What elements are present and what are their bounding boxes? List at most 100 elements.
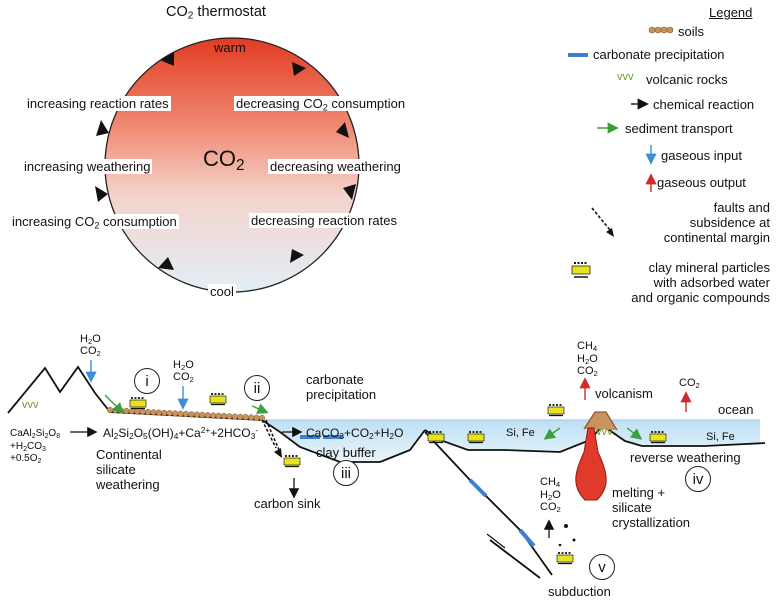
soil-bead [215,412,222,419]
soil-bead [182,410,190,418]
clay-particle-icon [571,262,591,278]
legend-gaseous-output: gaseous output [657,175,746,190]
soil-bead [242,414,249,421]
soil-bead [177,410,184,417]
soil-bead [188,411,195,418]
si-fe-label-2: Si, Fe [706,431,735,443]
soil-bead [220,412,228,420]
stage-i-marker: i [134,368,160,394]
legend-faults: faults and subsidence at continental mar… [663,200,770,245]
decreasing-co2-consumption: decreasing CO2 consumption [234,96,408,113]
si-fe-label-1: Si, Fe [506,427,535,439]
stage-iii-marker: iii [333,460,359,486]
volcanism-label: volcanism [595,386,653,401]
cross-section [7,360,766,579]
sediment-arrow-3 [543,427,561,440]
clay-particle [467,431,485,444]
soil-bead [248,414,255,421]
clay-particle [649,431,667,444]
carbonate-on-slab-2 [518,528,536,548]
soil-bead [134,408,141,415]
continental-silicate-weathering: Continental silicate weathering [96,447,162,492]
reverse-weathering-label: reverse weathering [630,450,741,465]
fault-dashes [261,419,282,458]
legend-vvv-icon: vvv [617,71,634,83]
soil-layer [106,406,266,422]
carbonate-equation: CaCO3+CO2+H2O [306,426,404,442]
h2o-co2-input-2: H2O CO2 [173,359,194,385]
clay-particle [209,393,227,406]
soil-bead [258,414,266,422]
soil-bead [139,408,146,415]
carbonate-on-slab-1 [468,478,488,498]
blue-bar-icon [568,53,588,57]
soil-bead [106,406,114,414]
legend-icons [568,26,674,278]
soil-beads-icon [648,26,674,34]
sediment-arrow-4 [626,427,643,440]
seafloor-right [602,424,766,447]
clay-particle [283,455,301,468]
silicate-reactants: CaAl2Si2O8+H2CO3+0.5O2 [10,428,61,465]
clay-particle [427,431,445,444]
volcanic-rocks-volcano: vvv [596,426,613,438]
soil-bead [128,408,135,415]
soil-bead [231,413,238,420]
clay-particle [129,397,147,410]
soil-bead [226,413,233,420]
dashed-fault-arrow-icon [591,207,614,237]
subducting-slab-bottom [489,539,541,579]
decreasing-weathering: decreasing weathering [268,159,403,174]
cycle-arrowheads [95,52,356,270]
legend-chemical-reaction: chemical reaction [653,97,755,112]
ocean-co2-output: CO2 [679,377,700,390]
increasing-co2-consumption: increasing CO2 consumption [10,214,179,231]
decreasing-reaction-rates: decreasing reaction rates [249,213,399,228]
soil-bead [199,411,206,418]
soil-bead [193,411,200,418]
thermostat-center-co2: CO2 [203,146,245,174]
subducting-slab-top [424,431,553,576]
h2o-co2-input-1: H2O CO2 [80,333,101,359]
stage-iv-marker: iv [685,466,711,492]
sediment-arrow-2 [251,403,269,414]
carbonate-precipitation-label: carbonate precipitation [306,372,377,402]
stage-v-marker: v [589,554,615,580]
weathering-products-equation: Al2Si2O5(OH)4+Ca2++2HCO3- [103,425,259,442]
clay-buffer-label: clay buffer [316,445,376,460]
soil-bead [161,409,168,416]
bubble-2 [572,538,576,542]
warm-label: warm [214,40,246,55]
bubble-1 [564,524,568,528]
melting-crystallization-label: melting + silicate crystallization [612,485,691,530]
thermostat-title: CO2 thermostat [166,4,266,22]
volcanic-rocks-mountain: vvv [22,399,39,411]
legend-title: Legend [709,5,753,20]
carbon-sink-label: carbon sink [254,496,321,511]
stage-ii-marker: ii [244,375,270,401]
increasing-weathering: increasing weathering [22,159,153,174]
soil-bead [237,413,244,420]
cool-label: cool [208,284,236,299]
volcano-cone [583,411,618,431]
bubble-3 [558,543,562,547]
clay-particles [129,393,667,565]
sediment-arrow-1 [104,394,124,414]
subduction-label: subduction [548,584,611,599]
increasing-reaction-rates: increasing reaction rates [25,96,171,111]
soil-bead [210,412,217,419]
legend-sediment-transport: sediment transport [625,121,733,136]
legend-soils: soils [678,24,705,39]
soil-bead [204,412,211,419]
ocean-label: ocean [718,402,754,417]
soil-bead [172,410,179,417]
soil-bead [123,407,130,414]
slab-tick [486,533,506,549]
clay-particle [547,404,565,417]
legend-gaseous-input: gaseous input [661,148,742,163]
soil-bead [144,408,152,416]
soil-bead [150,409,157,416]
